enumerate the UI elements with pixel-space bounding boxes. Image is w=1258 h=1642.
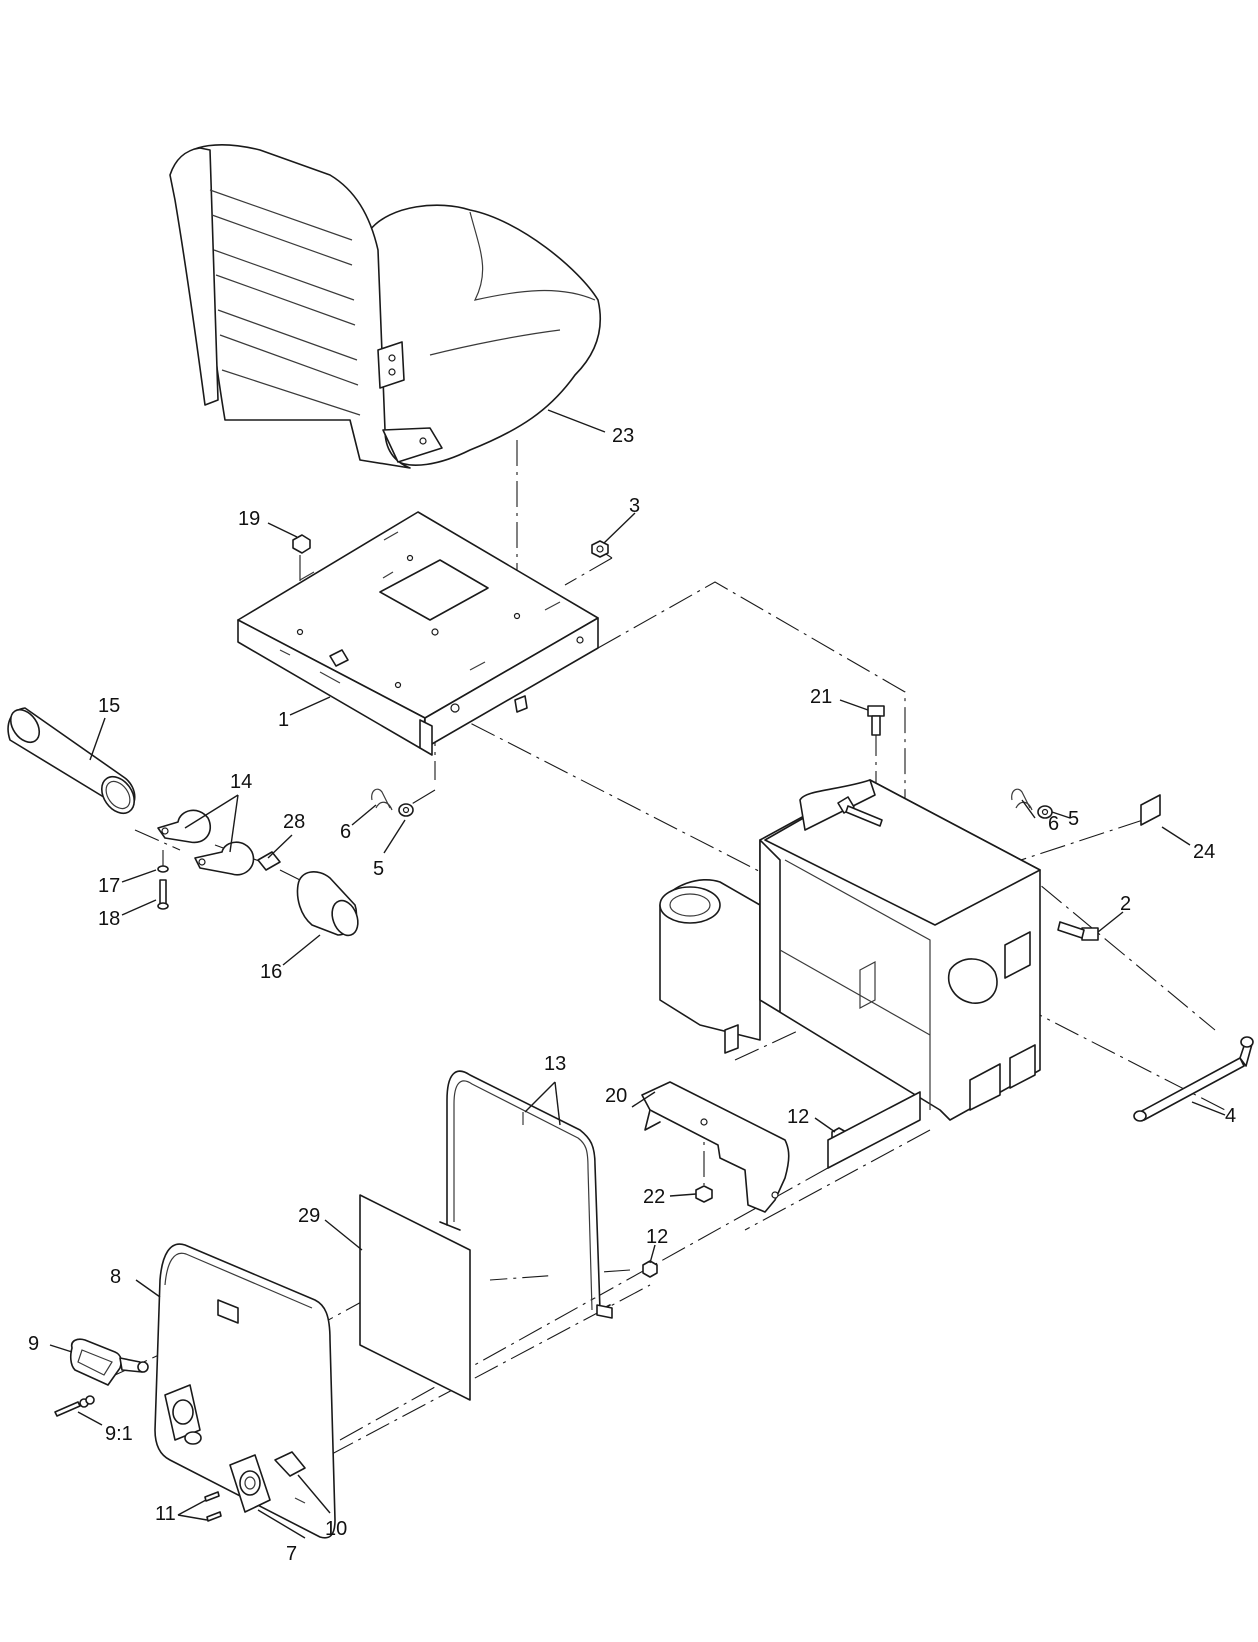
part-9-latch xyxy=(69,1338,149,1386)
part-19-nut xyxy=(292,534,311,554)
part-29-panel xyxy=(359,1194,471,1401)
callout-22: 22 xyxy=(643,1186,665,1208)
frame-chassis xyxy=(659,779,1041,1121)
callout-8: 8 xyxy=(110,1266,121,1288)
callout-16: 16 xyxy=(260,961,282,983)
part-1-seat-plate xyxy=(237,511,599,756)
callout-9: 9 xyxy=(28,1333,39,1355)
callout-2: 2 xyxy=(1120,893,1131,915)
part-24-label xyxy=(1140,794,1161,826)
callout-1: 1 xyxy=(278,709,289,731)
callout-14: 14 xyxy=(230,771,252,793)
callout-17: 17 xyxy=(98,875,120,897)
part-13-bar-frame xyxy=(439,1070,613,1319)
part-4-rod xyxy=(1133,1036,1254,1122)
part-20-bracket xyxy=(641,1081,790,1213)
part-door-hinge xyxy=(164,1384,202,1445)
part-7-hinge xyxy=(229,1454,271,1513)
leader-lines xyxy=(49,409,1226,1539)
callout-24: 24 xyxy=(1193,841,1215,863)
part-22-nut xyxy=(695,1185,713,1203)
part-6-pin-right xyxy=(1011,788,1033,811)
callout-29: 29 xyxy=(298,1205,320,1227)
callout-28: 28 xyxy=(283,811,305,833)
part-18-bolt xyxy=(157,879,169,910)
callout-5-left: 5 xyxy=(373,858,384,880)
part-14-clamps xyxy=(157,809,255,876)
callout-11: 11 xyxy=(155,1503,176,1525)
part-5-washer-left xyxy=(398,803,414,817)
part-12-nut-lower xyxy=(642,1260,658,1278)
part-2-bolt xyxy=(1057,921,1099,941)
callout-21: 21 xyxy=(810,686,832,708)
callout-13: 13 xyxy=(544,1053,566,1075)
callout-6-right: 6 xyxy=(1048,813,1059,835)
part-5-washer-right xyxy=(1037,805,1053,819)
part-17-washer xyxy=(157,865,169,873)
callout-6-left: 6 xyxy=(340,821,351,843)
frame-top-bolt xyxy=(837,796,883,827)
callout-12-lower: 12 xyxy=(646,1226,668,1248)
part-21-bolt xyxy=(867,705,885,736)
part-15-tube xyxy=(7,707,136,815)
callout-20: 20 xyxy=(605,1085,627,1107)
callout-9-1: 9:1 xyxy=(105,1423,133,1445)
callout-23: 23 xyxy=(612,425,634,447)
part-16-cylinder xyxy=(296,871,359,937)
callout-12-upper: 12 xyxy=(787,1106,809,1128)
callout-4: 4 xyxy=(1225,1105,1236,1127)
callout-19: 19 xyxy=(238,508,260,530)
part-6-pin-left xyxy=(371,788,393,811)
callout-7: 7 xyxy=(286,1543,297,1565)
callout-3: 3 xyxy=(629,495,640,517)
part-11-screws xyxy=(204,1491,222,1522)
callout-15: 15 xyxy=(98,695,120,717)
part-10-plate xyxy=(274,1451,306,1477)
frame-lower-plate xyxy=(827,1091,921,1169)
part-9-1-key xyxy=(54,1395,95,1417)
part-23-seat xyxy=(169,144,602,469)
callout-18: 18 xyxy=(98,908,120,930)
part-3-nut xyxy=(591,540,609,558)
callout-5-right: 5 xyxy=(1068,808,1079,830)
callout-10: 10 xyxy=(325,1518,347,1540)
part-28-label xyxy=(257,851,281,871)
callout-labels: 23 19 3 1 15 14 28 6 5 17 18 16 21 6 5 2… xyxy=(28,425,1236,1565)
